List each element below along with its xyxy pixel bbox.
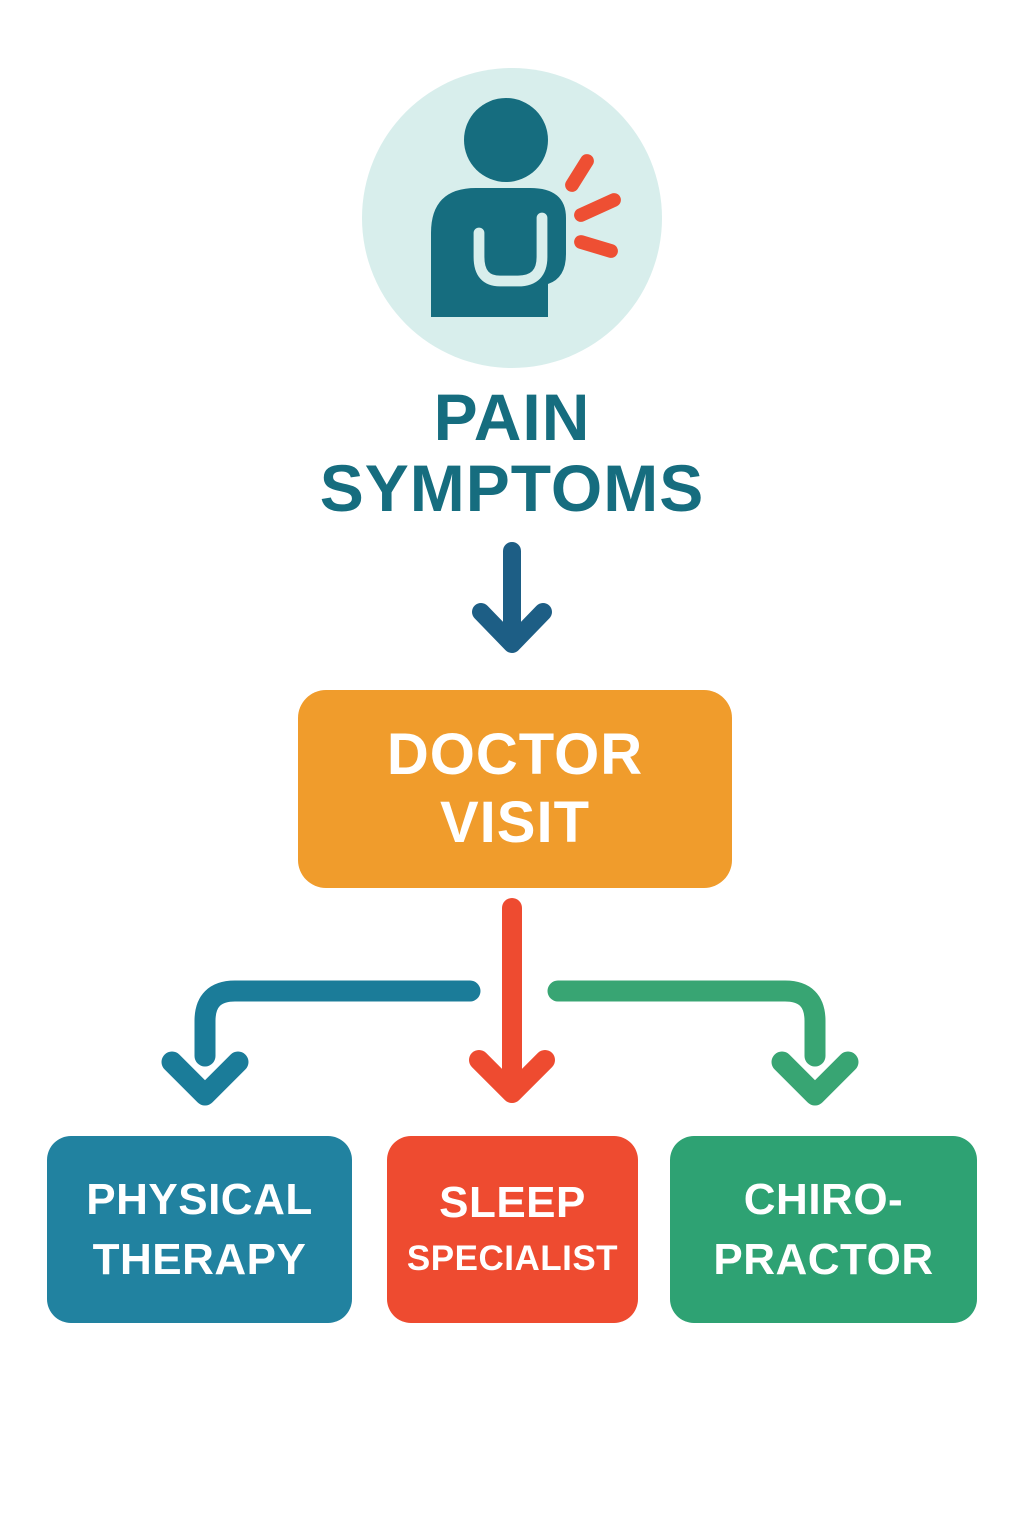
person-torso-shape <box>431 188 566 317</box>
node-doctor-visit: DOCTOR VISIT <box>298 690 732 888</box>
node-physical-therapy-line1: PHYSICAL <box>86 1174 313 1224</box>
node-doctor-visit-line1: DOCTOR <box>386 722 644 788</box>
node-chiropractor-line1: CHIRO- <box>743 1174 904 1224</box>
node-chiropractor: CHIRO- PRACTOR <box>670 1136 977 1323</box>
node-sleep-specialist: SLEEP SPECIALIST <box>387 1136 638 1323</box>
node-physical-therapy: PHYSICAL THERAPY <box>47 1136 352 1323</box>
person-back-pain-icon-svg <box>431 98 621 317</box>
node-chiropractor-line2: PRACTOR <box>713 1234 934 1284</box>
pain-marks-icon <box>565 154 621 258</box>
node-doctor-visit-line2: VISIT <box>439 790 591 855</box>
source-label: PAIN SYMPTOMS <box>0 380 1024 526</box>
node-sleep-specialist-line1: SLEEP <box>439 1178 586 1228</box>
arrow-branch-right-icon <box>547 980 859 1106</box>
arrow-down-icon <box>472 542 552 653</box>
person-arm-outline <box>473 212 548 287</box>
node-physical-therapy-line2: THERAPY <box>92 1234 307 1284</box>
person-back-pain-icon <box>362 68 662 368</box>
arrow-branch-left-icon <box>161 980 481 1106</box>
arrow-branch-center-icon <box>469 898 555 1103</box>
node-sleep-specialist-line2: SPECIALIST <box>406 1239 619 1279</box>
source-label-line1: PAIN <box>433 380 591 454</box>
source-label-line2: SYMPTOMS <box>319 451 705 526</box>
person-head-shape <box>464 98 548 182</box>
